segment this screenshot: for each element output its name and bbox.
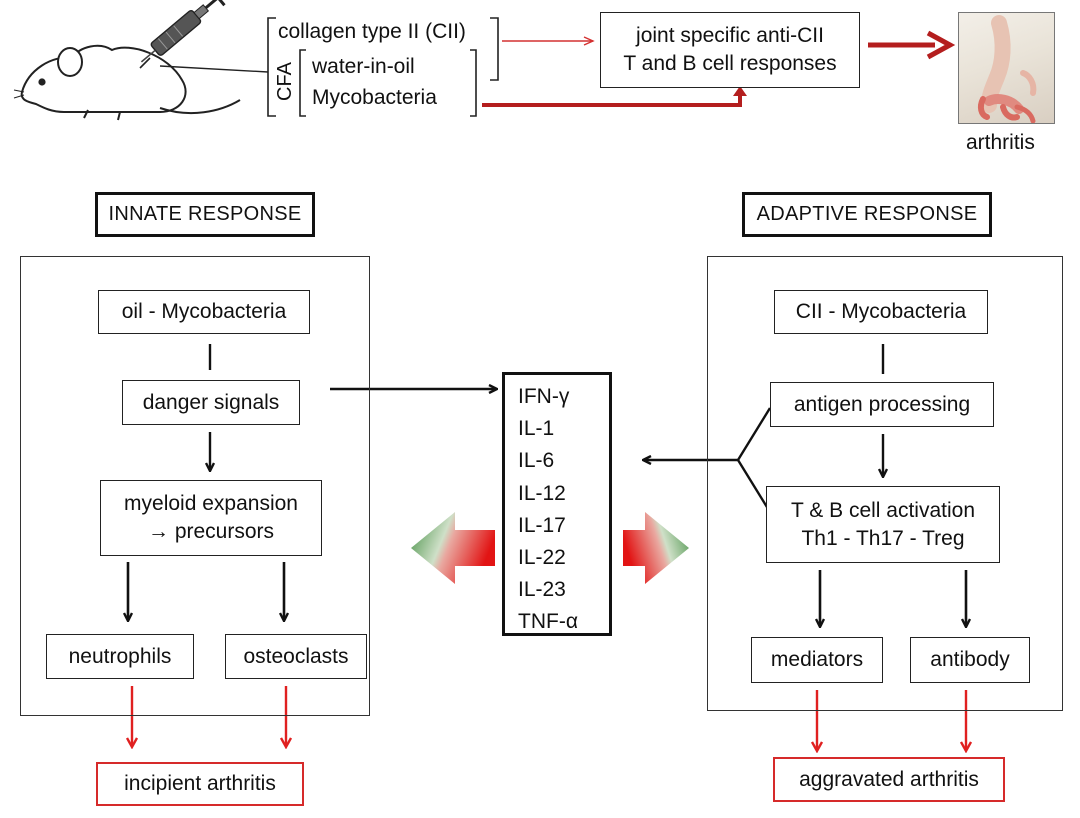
cytokine-il-22: IL-22 [518, 546, 566, 570]
antigen-collagen: collagen type II (CII) [278, 20, 466, 43]
antigen-water-in-oil: water-in-oil [312, 55, 415, 78]
cytokine-tnf-alpha: TNF-α [518, 610, 578, 634]
adaptive-response-header: ADAPTIVE RESPONSE [742, 192, 992, 237]
arthritis-label: arthritis [966, 131, 1035, 154]
block-arrow-right [623, 512, 689, 584]
danger-signals-node: danger signals [122, 380, 300, 425]
response-line-1: joint specific anti-CII [636, 24, 824, 48]
cii-mycobacteria-node: CII - Mycobacteria [774, 290, 988, 334]
cfa-label: CFA [273, 62, 296, 101]
tb-activation-line-2: Th1 - Th17 - Treg [801, 526, 965, 550]
cytokine-ifn-gamma: IFN-γ [518, 385, 570, 408]
innate-response-header: INNATE RESPONSE [95, 192, 315, 237]
neutrophils-node: neutrophils [46, 634, 194, 679]
antigen-mycobacteria: Mycobacteria [312, 86, 437, 109]
incipient-arthritis-node: incipient arthritis [96, 762, 304, 806]
cytokine-il-12: IL-12 [518, 481, 566, 505]
cytokine-il-1: IL-1 [518, 417, 555, 441]
cytokine-list-box: IFN-γ IL-1 IL-6 IL-12 IL-17 IL-22 IL-23 … [502, 372, 612, 636]
myeloid-line-2: → precursors [147, 520, 275, 543]
myeloid-expansion-node: myeloid expansion → precursors [100, 480, 322, 556]
osteoclasts-node: osteoclasts [225, 634, 367, 679]
tb-cell-activation-node: T & B cell activation Th1 - Th17 - Treg [766, 486, 1000, 563]
aggravated-arthritis-node: aggravated arthritis [773, 757, 1005, 802]
syringe-icon [139, 0, 226, 69]
oil-mycobacteria-node: oil - Mycobacteria [98, 290, 310, 334]
cytokine-il-17: IL-17 [518, 513, 566, 537]
arthritic-paw-photo [958, 12, 1055, 124]
mediators-node: mediators [751, 637, 883, 683]
block-arrow-left [411, 512, 495, 584]
antibody-node: antibody [910, 637, 1030, 683]
myeloid-line-1: myeloid expansion [124, 492, 298, 516]
adaptive-panel [707, 256, 1063, 711]
mouse-icon [13, 44, 241, 121]
anti-cii-response-box: joint specific anti-CII T and B cell res… [600, 12, 860, 88]
response-line-2: T and B cell responses [623, 52, 837, 75]
antigen-processing-node: antigen processing [770, 382, 994, 427]
tb-activation-line-1: T & B cell activation [790, 498, 976, 522]
cytokine-il-6: IL-6 [518, 449, 555, 473]
innate-panel [20, 256, 370, 716]
cytokine-il-23: IL-23 [518, 578, 566, 602]
